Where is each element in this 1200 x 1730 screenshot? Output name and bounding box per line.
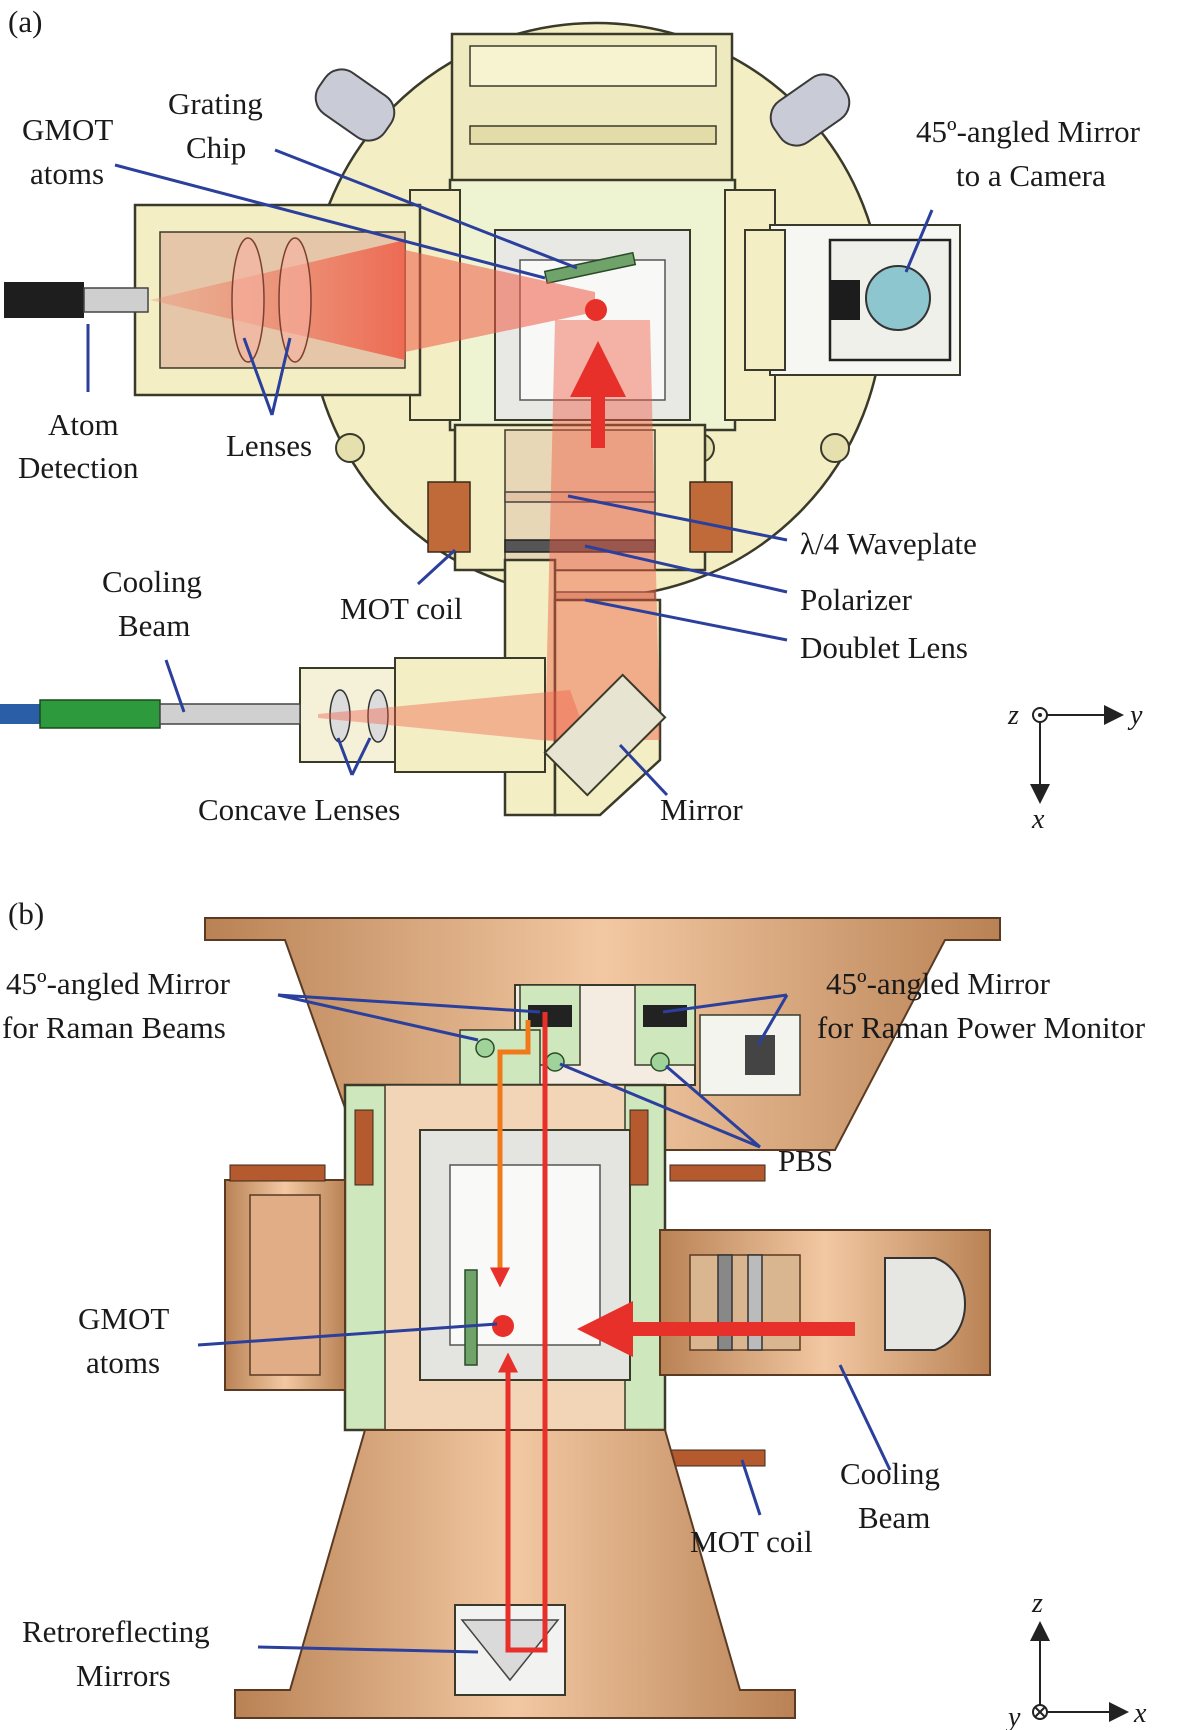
leader-grating — [274, 148, 578, 270]
mot-coil-b — [669, 1449, 766, 1467]
bottom-funnel — [234, 1429, 796, 1719]
grating-chip — [543, 251, 637, 285]
mot-coil-b — [229, 1164, 326, 1182]
label-grating-1: Grating — [168, 86, 263, 121]
label-raman45-1: 45º-angled Mirror — [6, 966, 231, 1001]
label-power45-1: 45º-angled Mirror — [826, 966, 1051, 1001]
axis-label-z-b: z — [1031, 1588, 1043, 1619]
panel-a-tag: (a) — [8, 4, 42, 39]
leader-pbs — [559, 1062, 761, 1149]
leader-concave — [336, 737, 372, 776]
angled-mirror-a — [543, 673, 667, 797]
mot-coil — [427, 481, 471, 553]
axes-b: z y x — [1005, 1588, 1147, 1730]
pbs-left — [475, 1038, 495, 1058]
label-waveplate: λ/4 Waveplate — [800, 526, 977, 561]
gmot-atoms-dot-b — [492, 1315, 514, 1337]
bolt-hole — [820, 433, 850, 463]
pbs-right — [650, 1052, 670, 1072]
label-grating-2: Chip — [186, 130, 246, 165]
axes-a: z y x — [1007, 700, 1143, 835]
leader-mirror — [618, 743, 669, 797]
raman-beam-red — [498, 1012, 548, 1653]
leader-doublet — [584, 598, 788, 642]
axis-label-y-a: y — [1127, 700, 1143, 731]
panel-b-tag: (b) — [8, 896, 44, 931]
mot-coil-b — [629, 1109, 649, 1186]
feedthrough-right — [769, 73, 851, 147]
label-cooling-a-1: Cooling — [102, 564, 202, 599]
cooling-beam-column — [545, 320, 660, 740]
mot-coil-b — [669, 1164, 766, 1182]
label-lenses: Lenses — [226, 428, 312, 463]
feedthrough-left — [314, 68, 396, 142]
label-gmot-b-2: atoms — [86, 1345, 160, 1380]
label-raman45-2: for Raman Beams — [2, 1010, 226, 1045]
leader-retro — [257, 1645, 479, 1654]
leader-camera-mirror — [904, 209, 934, 273]
leader-gmot-b — [197, 1322, 498, 1347]
polarizer — [504, 539, 656, 553]
axis-label-z-a: z — [1007, 700, 1019, 731]
leader-mot-coil-b — [740, 1459, 762, 1516]
leader-cooling-a — [164, 659, 186, 713]
label-gmot-a-1: GMOT — [22, 112, 113, 147]
detection-fiber — [4, 282, 84, 318]
label-doublet: Doublet Lens — [800, 630, 968, 665]
mot-coil-b — [354, 1109, 374, 1186]
label-mot-coil-b: MOT coil — [690, 1524, 813, 1559]
label-gmot-b-1: GMOT — [78, 1301, 169, 1336]
label-atom-det-2: Detection — [18, 450, 139, 485]
label-mirror: Mirror — [660, 792, 743, 827]
axis-label-y-b: y — [1005, 1702, 1021, 1730]
axis-label-x-a: x — [1031, 804, 1045, 835]
label-mirror45-2: to a Camera — [956, 158, 1106, 193]
pbs-mid — [545, 1052, 565, 1072]
lens — [278, 237, 312, 363]
label-mot-coil-a: MOT coil — [340, 591, 463, 626]
label-concave: Concave Lenses — [198, 792, 400, 827]
leader-mot-coil-a — [416, 548, 457, 586]
leader-cooling-b — [838, 1364, 892, 1471]
label-atom-det-1: Atom — [48, 407, 119, 442]
camera-mirror — [865, 265, 931, 331]
label-pbs: PBS — [778, 1143, 833, 1178]
label-retro-1: Retroreflecting — [22, 1614, 210, 1649]
label-mirror45-1: 45º-angled Mirror — [916, 114, 1141, 149]
gmot-atoms-dot — [585, 299, 607, 321]
leader-polarizer — [584, 544, 788, 594]
leader-waveplate — [567, 494, 788, 542]
panel-b: (b) — [2, 896, 1147, 1730]
label-cooling-a-2: Beam — [118, 608, 190, 643]
cooling-fiber — [0, 704, 40, 724]
lens — [231, 237, 265, 363]
label-retro-2: Mirrors — [76, 1658, 171, 1693]
label-polarizer: Polarizer — [800, 582, 913, 617]
leader-power45 — [662, 993, 789, 1046]
grating-chip-b — [464, 1269, 478, 1366]
label-power45-2: for Raman Power Monitor — [817, 1010, 1146, 1045]
label-cooling-b-2: Beam — [858, 1500, 930, 1535]
label-cooling-b-1: Cooling — [840, 1456, 940, 1491]
panel-a: (a) — [0, 4, 1143, 835]
axis-label-x-b: x — [1133, 1698, 1147, 1729]
leader-gmot — [114, 163, 546, 280]
leader-lenses — [242, 337, 292, 416]
leader-raman45 — [277, 993, 541, 1042]
concave-lens — [367, 689, 389, 743]
detection-light-cone — [150, 240, 405, 360]
raman-beam-orange — [490, 1020, 531, 1288]
label-gmot-a-2: atoms — [30, 156, 104, 191]
bolt-hole — [335, 433, 365, 463]
mot-coil — [689, 481, 733, 553]
fiber-collimator-b — [884, 1257, 967, 1351]
